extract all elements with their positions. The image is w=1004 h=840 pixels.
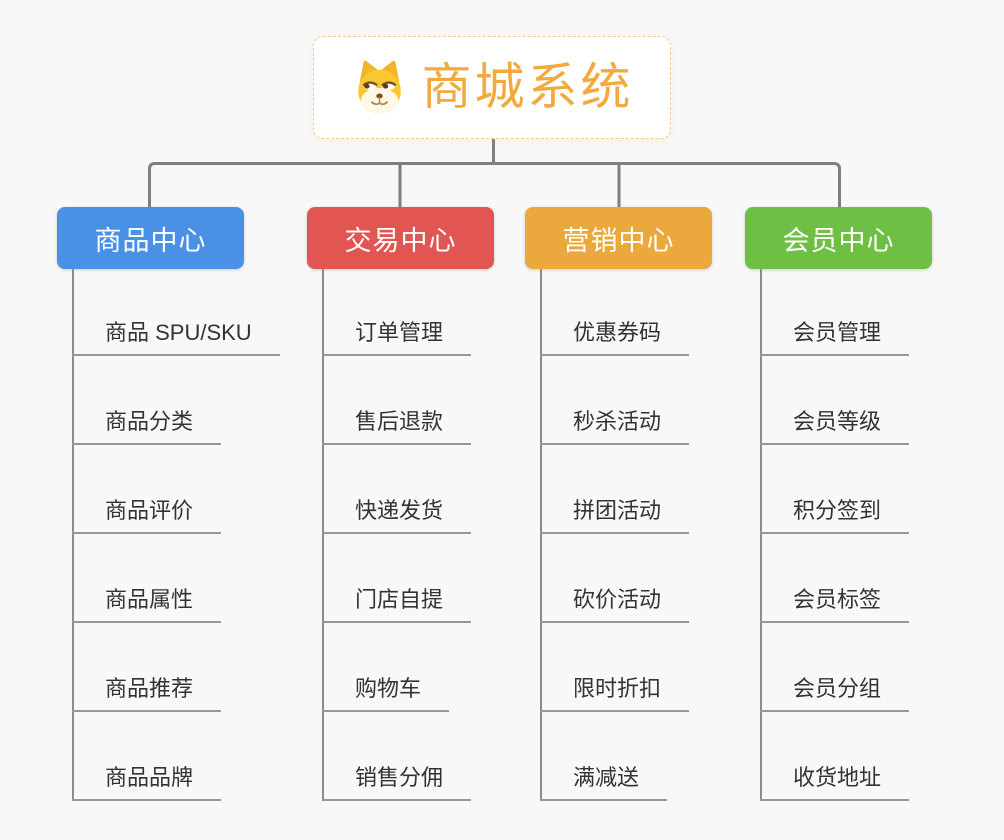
branch-column-member: 会员中心 会员管理 会员等级 积分签到 会员标签 会员分组 收货地址 — [745, 0, 1004, 840]
branch-trunk-line — [322, 269, 324, 800]
leaf-node[interactable]: 优惠券码 — [540, 319, 690, 356]
doge-icon — [357, 60, 401, 114]
leaf-node[interactable]: 商品品牌 — [72, 764, 222, 801]
leaf-node[interactable]: 会员标签 — [760, 586, 910, 623]
leaf-node[interactable]: 商品 SPU/SKU — [72, 319, 280, 356]
leaf-node[interactable]: 限时折扣 — [540, 675, 690, 712]
leaf-node[interactable]: 会员等级 — [760, 408, 910, 445]
leaf-node[interactable]: 门店自提 — [322, 586, 472, 623]
leaf-node[interactable]: 秒杀活动 — [540, 408, 690, 445]
leaf-node[interactable]: 会员分组 — [760, 675, 910, 712]
leaf-node[interactable]: 售后退款 — [322, 408, 472, 445]
branch-label: 商品中心 — [94, 225, 207, 256]
branch-node-product[interactable]: 商品中心 — [57, 207, 244, 269]
leaf-node[interactable]: 砍价活动 — [540, 586, 690, 623]
leaf-node[interactable]: 商品属性 — [72, 586, 222, 623]
branch-label: 营销中心 — [562, 225, 675, 256]
leaf-node[interactable]: 满减送 — [540, 764, 668, 801]
branch-column-trade: 交易中心 订单管理 售后退款 快递发货 门店自提 购物车 销售分佣 — [307, 0, 567, 840]
branch-column-marketing: 营销中心 优惠券码 秒杀活动 拼团活动 砍价活动 限时折扣 满减送 — [525, 0, 785, 840]
leaf-node[interactable]: 拼团活动 — [540, 497, 690, 534]
branch-label: 会员中心 — [782, 225, 895, 256]
leaf-node[interactable]: 积分签到 — [760, 497, 910, 534]
leaf-node[interactable]: 商品分类 — [72, 408, 222, 445]
leaf-node[interactable]: 购物车 — [322, 675, 450, 712]
leaf-node[interactable]: 商品评价 — [72, 497, 222, 534]
leaf-node[interactable]: 商品推荐 — [72, 675, 222, 712]
root-title: 商城系统 — [421, 58, 634, 115]
branch-node-marketing[interactable]: 营销中心 — [525, 207, 712, 269]
branch-trunk-line — [72, 269, 74, 800]
branch-node-member[interactable]: 会员中心 — [745, 207, 932, 269]
branch-label: 交易中心 — [344, 225, 457, 256]
leaf-node[interactable]: 订单管理 — [322, 319, 472, 356]
leaf-node[interactable]: 会员管理 — [760, 319, 910, 356]
branch-trunk-line — [760, 269, 762, 800]
branch-column-product: 商品中心 商品 SPU/SKU 商品分类 商品评价 商品属性 商品推荐 商品品牌 — [57, 0, 317, 840]
branch-node-trade[interactable]: 交易中心 — [307, 207, 494, 269]
leaf-node[interactable]: 收货地址 — [760, 764, 910, 801]
root-node[interactable]: 商城系统 — [313, 36, 671, 139]
leaf-node[interactable]: 销售分佣 — [322, 764, 472, 801]
leaf-node[interactable]: 快递发货 — [322, 497, 472, 534]
branch-trunk-line — [540, 269, 542, 800]
